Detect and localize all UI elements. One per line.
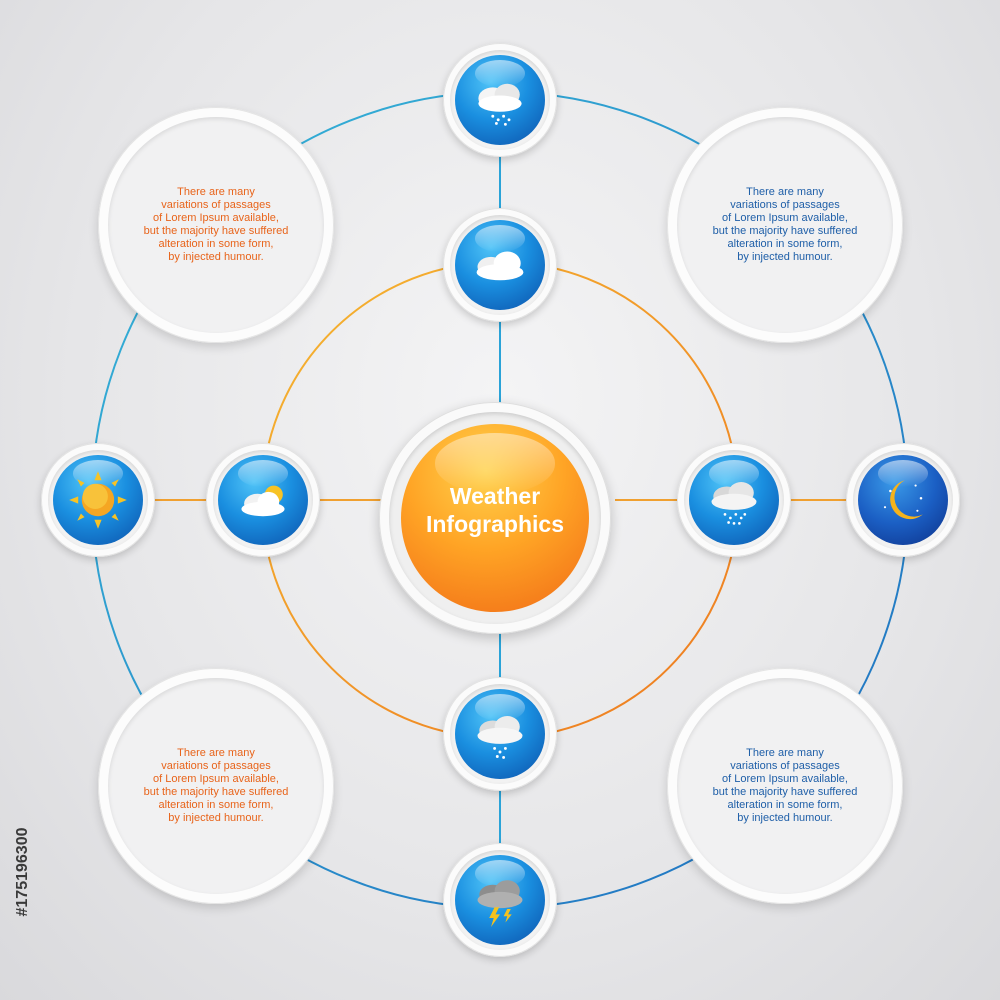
node-left-inner[interactable]	[206, 443, 320, 557]
text-block-bottom-left: There are many variations of passages of…	[143, 747, 289, 824]
node-bottom-outer[interactable]	[443, 843, 557, 957]
cloud-icon	[455, 220, 545, 310]
text-circle-bottom-right: There are many variations of passages of…	[667, 668, 903, 904]
thunderstorm-icon	[455, 855, 545, 945]
snow-cloud-icon	[689, 455, 779, 545]
center-title-circle: Weather Infographics	[379, 402, 611, 634]
stock-id-watermark: #175196300	[14, 827, 31, 917]
center-title: Weather Infographics	[425, 483, 564, 537]
node-left-outer[interactable]	[41, 443, 155, 557]
text-block-top-right: There are many variations of passages of…	[712, 186, 858, 263]
node-bottom-inner[interactable]	[443, 677, 557, 791]
rain-cloud-icon	[455, 55, 545, 145]
node-top-outer[interactable]	[443, 43, 557, 157]
text-circle-top-right: There are many variations of passages of…	[667, 107, 903, 343]
text-circle-top-left: There are many variations of passages of…	[98, 107, 334, 343]
rain-cloud-icon	[455, 689, 545, 779]
node-right-inner[interactable]	[677, 443, 791, 557]
text-circle-bottom-left: There are many variations of passages of…	[98, 668, 334, 904]
partly-cloudy-icon	[218, 455, 308, 545]
sun-icon	[53, 455, 143, 545]
node-top-inner[interactable]	[443, 208, 557, 322]
node-right-outer[interactable]	[846, 443, 960, 557]
text-block-top-left: There are many variations of passages of…	[143, 186, 289, 263]
moon-stars-icon	[858, 455, 948, 545]
text-block-bottom-right: There are many variations of passages of…	[712, 747, 858, 824]
